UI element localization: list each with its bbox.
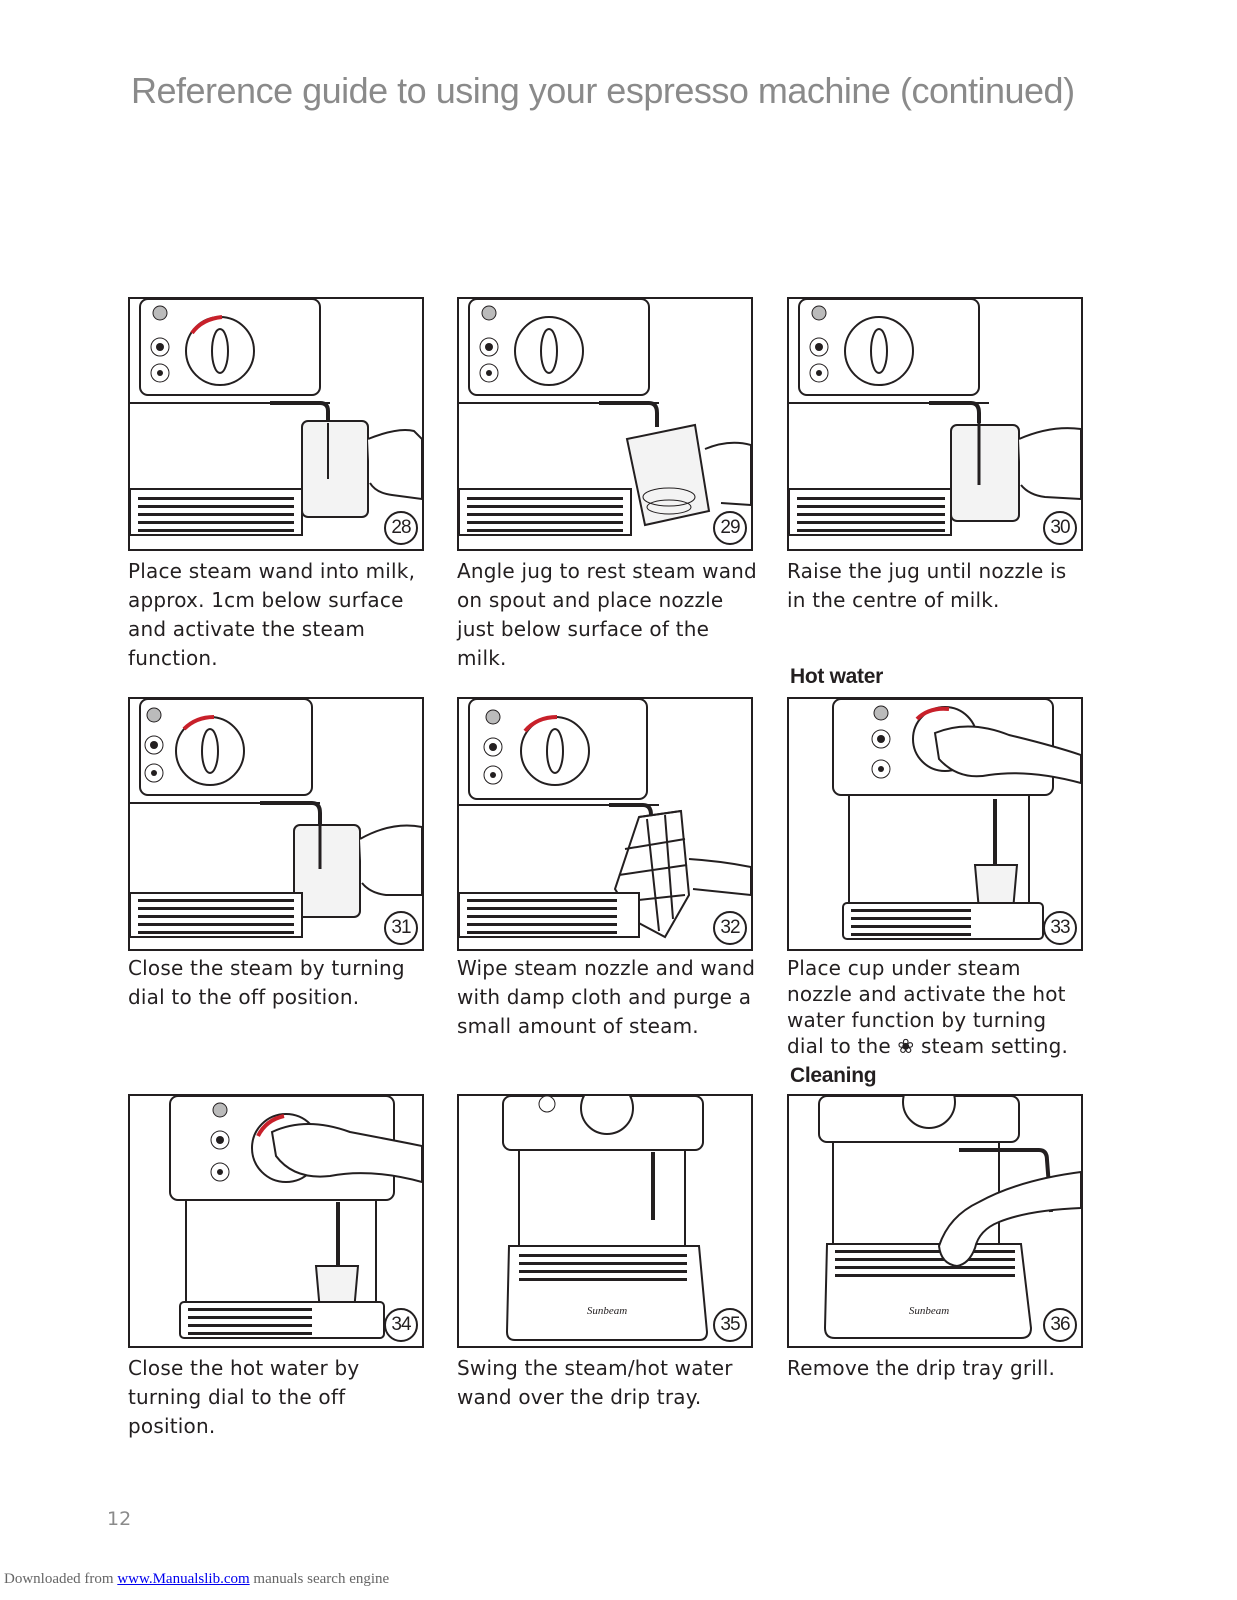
footer-suffix: manuals search engine: [249, 1571, 390, 1587]
step-33-caption: Place cup under steam nozzle and activat…: [787, 956, 1069, 1058]
step-34-illustration: 34: [128, 1094, 424, 1348]
step-32-caption: Wipe steam nozzle and wand with damp clo…: [457, 956, 756, 1038]
step-number-badge: 33: [1043, 911, 1077, 945]
manualslib-link[interactable]: www.Manualslib.com: [117, 1571, 250, 1587]
step-29-caption: Angle jug to rest steam wand on spout an…: [457, 559, 757, 670]
step-33-illustration: 33: [787, 697, 1083, 951]
step-32-illustration: 32: [457, 697, 753, 951]
step-34-caption: Close the hot water by turning dial to t…: [128, 1356, 360, 1438]
download-footer: Downloaded from www.Manualslib.com manua…: [4, 1571, 389, 1588]
footer-prefix: Downloaded from: [4, 1571, 118, 1587]
section-heading-cleaning: Cleaning: [790, 1064, 877, 1087]
step-35-illustration: Sunbeam 35: [457, 1094, 753, 1348]
step-number-badge: 32: [713, 911, 747, 945]
step-number-badge: 29: [713, 511, 747, 545]
page-title: Reference guide to using your espresso m…: [131, 70, 1075, 111]
step-36-caption: Remove the drip tray grill.: [787, 1356, 1056, 1380]
step-28-caption: Place steam wand into milk, approx. 1cm …: [128, 559, 416, 670]
step-number-badge: 28: [384, 511, 418, 545]
step-number-badge: 35: [713, 1308, 747, 1342]
step-28-illustration: 28: [128, 297, 424, 551]
step-36-illustration: Sunbeam 36: [787, 1094, 1083, 1348]
svg-text:Sunbeam: Sunbeam: [587, 1305, 627, 1317]
page-number: 12: [107, 1508, 132, 1530]
step-30-caption: Raise the jug until nozzle is in the cen…: [787, 559, 1067, 612]
step-29-illustration: 29: [457, 297, 753, 551]
step-number-badge: 36: [1043, 1308, 1077, 1342]
step-number-badge: 34: [384, 1308, 418, 1342]
step-number-badge: 30: [1043, 511, 1077, 545]
step-31-illustration: 31: [128, 697, 424, 951]
step-31-caption: Close the steam by turning dial to the o…: [128, 956, 405, 1009]
step-30-illustration: 30: [787, 297, 1083, 551]
step-35-caption: Swing the steam/hot water wand over the …: [457, 1356, 733, 1409]
step-number-badge: 31: [384, 911, 418, 945]
section-heading-hot-water: Hot water: [790, 665, 883, 688]
svg-text:Sunbeam: Sunbeam: [909, 1305, 949, 1317]
